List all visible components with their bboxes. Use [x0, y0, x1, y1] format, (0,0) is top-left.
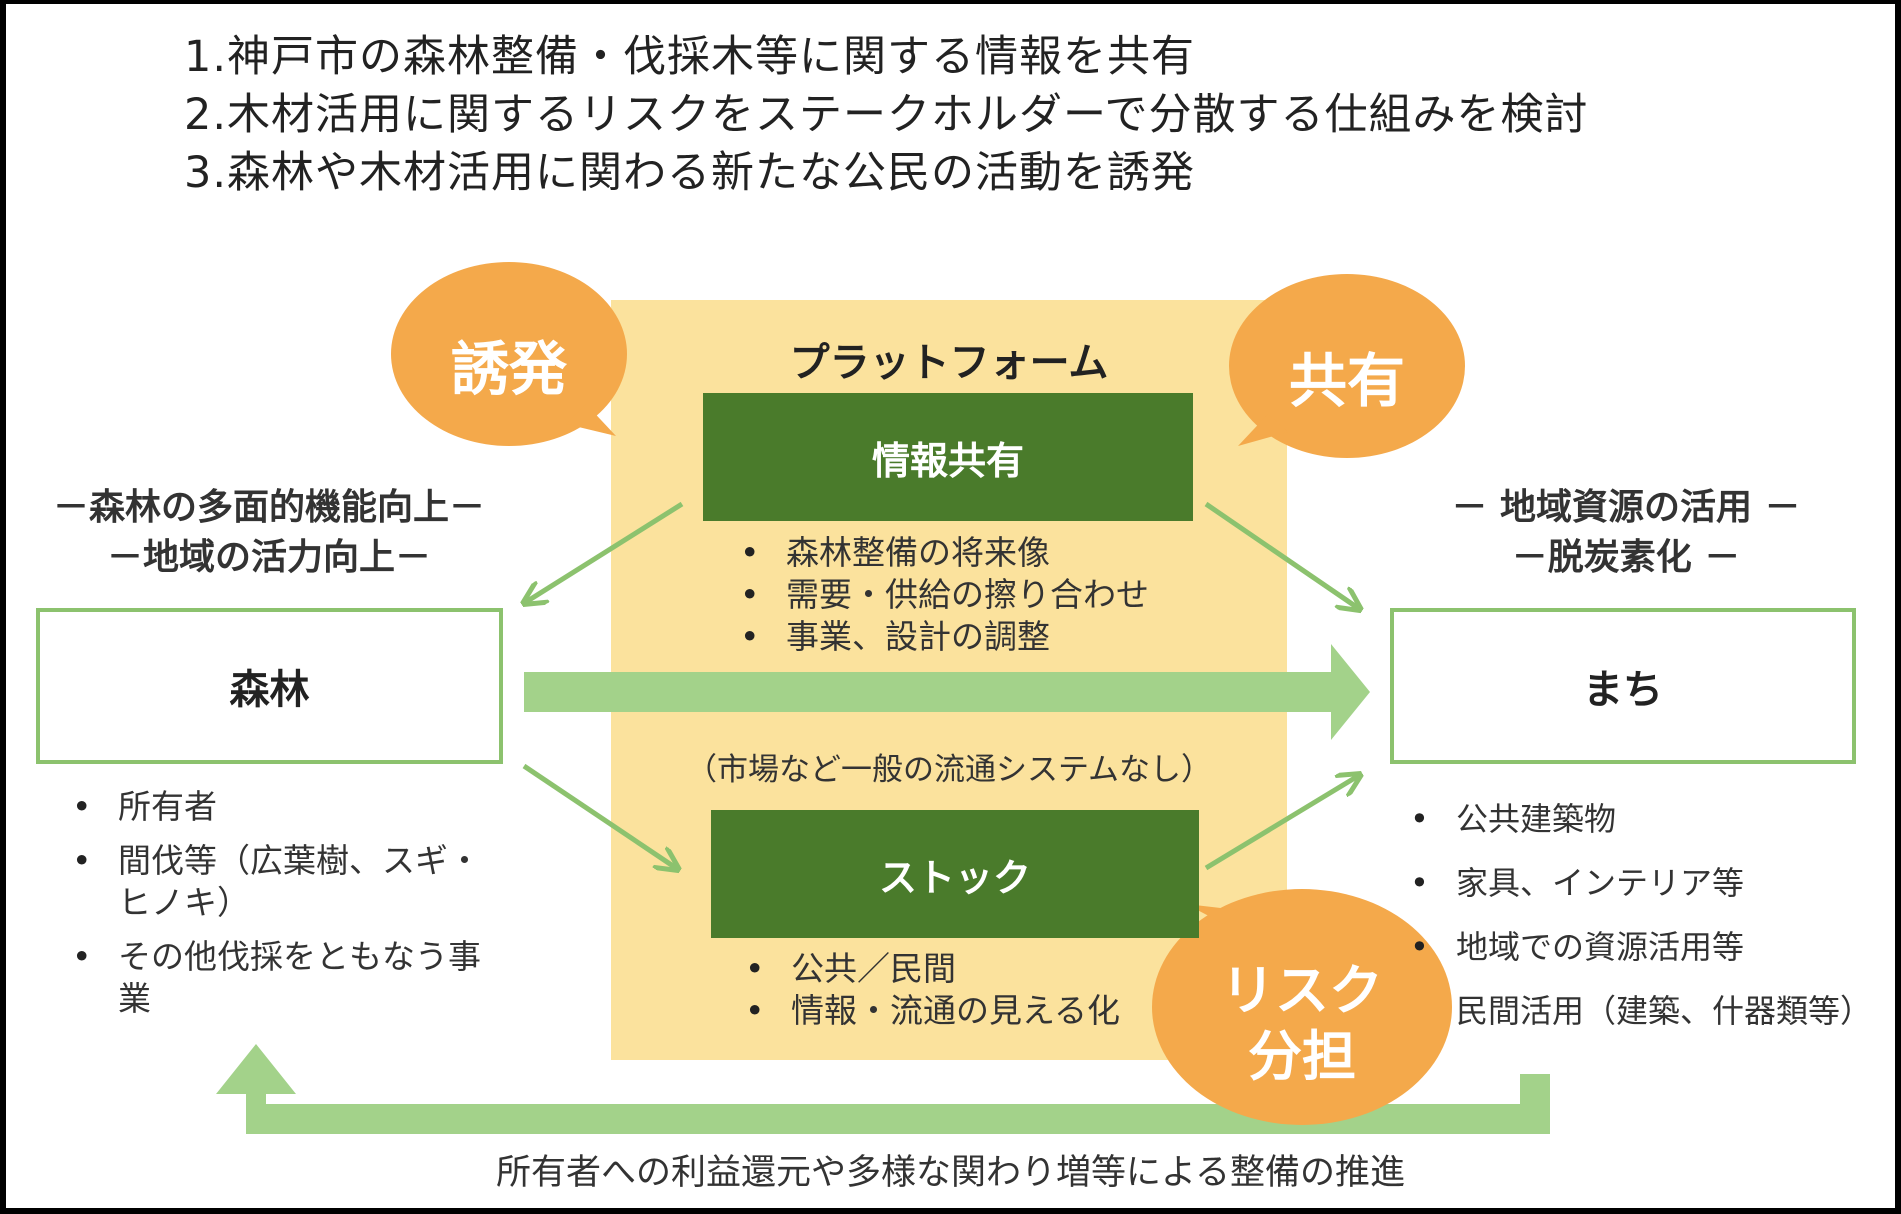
- bottom-caption: 所有者への利益還元や多様な関わり増等による整備の推進: [496, 1153, 1405, 1193]
- town-item: 民間活用（建築、什器類等）: [1456, 992, 1873, 1030]
- stock-label: ストック: [878, 855, 1031, 900]
- info-share-item: 需要・供給の擦り合わせ: [734, 574, 1149, 616]
- arrow-stock-to-town: [1204, 776, 1358, 871]
- forest-list: 所有者 間伐等（広葉樹、スギ・ヒノキ） その他伐採をともなう事業: [66, 786, 506, 1020]
- info-share-list: 森林整備の将来像 需要・供給の擦り合わせ 事業、設計の調整: [734, 532, 1149, 658]
- right-caption-2: －脱炭素化 －: [1511, 537, 1741, 578]
- left-caption-2: －地域の活力向上－: [106, 537, 431, 578]
- arrow-info-to-forest: [526, 501, 684, 602]
- stock-list: 公共／民間 情報・流通の見える化: [739, 948, 1120, 1032]
- bubble-share-label: 共有: [1288, 347, 1405, 415]
- bubble-share: [1229, 274, 1465, 458]
- intro-line-3: 3.森林や木材活用に関わる新たな公民の活動を誘発: [184, 148, 1196, 198]
- left-caption-1: －森林の多面的機能向上－: [52, 487, 485, 528]
- diagram-frame: 1.神戸市の森林整備・伐採木等に関する情報を共有 2.木材活用に関するリスクをス…: [6, 4, 1895, 1208]
- bubble-risk: [1152, 889, 1452, 1125]
- forest-box: 森林: [36, 608, 503, 764]
- intro-line-1: 1.神戸市の森林整備・伐採木等に関する情報を共有: [184, 32, 1196, 82]
- main-flow-arrow: [524, 644, 1370, 740]
- arrow-info-to-town: [1204, 501, 1358, 608]
- forest-label: 森林: [229, 667, 310, 713]
- return-flow-arrow: [216, 1044, 1550, 1134]
- info-share-item: 事業、設計の調整: [734, 616, 1149, 658]
- platform-title: プラットフォーム: [789, 340, 1109, 386]
- bubble-induce: [391, 262, 627, 446]
- stock-box: ストック: [711, 810, 1199, 938]
- forest-item: 間伐等（広葉樹、スギ・ヒノキ）: [66, 840, 506, 924]
- town-box: まち: [1390, 608, 1856, 764]
- arrow-forest-to-stock: [522, 763, 676, 868]
- distribution-note: （市場など一般の流通システムなし）: [685, 752, 1213, 788]
- town-list: 公共建築物 家具、インテリア等 地域での資源活用等 民間活用（建築、什器類等）: [1404, 798, 1884, 1032]
- bubble-risk-label-1: リスク: [1221, 959, 1383, 1022]
- forest-item: 所有者: [66, 786, 506, 828]
- intro-line-2: 2.木材活用に関するリスクをステークホルダーで分散する仕組みを検討: [184, 90, 1589, 140]
- diagram-shapes: [216, 262, 1550, 1134]
- bubble-induce-label: 誘発: [450, 335, 567, 403]
- forest-item: その他伐採をともなう事業: [66, 936, 506, 1020]
- bubble-risk-label-2: 分担: [1248, 1025, 1356, 1088]
- stock-item: 情報・流通の見える化: [739, 990, 1120, 1032]
- town-item: 地域での資源活用等: [1404, 926, 1884, 968]
- right-caption-1: － 地域資源の活用 －: [1451, 487, 1801, 528]
- stock-item: 公共／民間: [739, 948, 1120, 990]
- town-label: まち: [1583, 667, 1663, 713]
- info-share-item: 森林整備の将来像: [734, 532, 1149, 574]
- town-item: 公共建築物: [1404, 798, 1884, 840]
- info-share-label: 情報共有: [871, 438, 1024, 483]
- info-share-box: 情報共有: [703, 393, 1193, 521]
- town-item: 家具、インテリア等: [1404, 862, 1884, 904]
